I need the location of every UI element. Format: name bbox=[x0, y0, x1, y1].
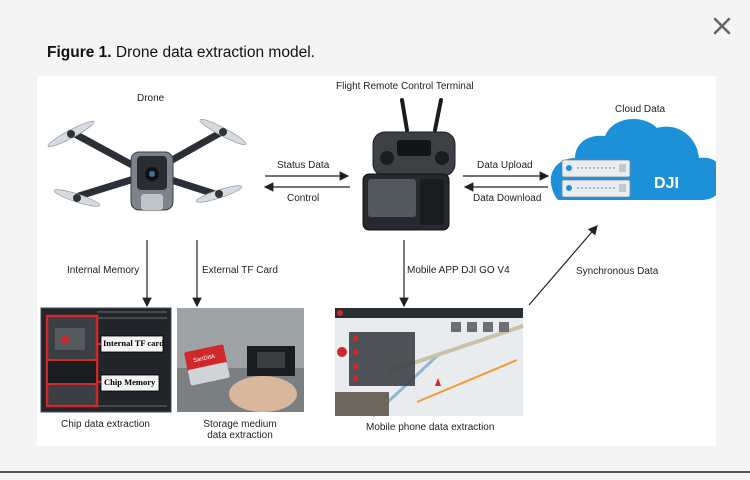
diagram-graphics bbox=[40, 98, 716, 418]
bottom-divider bbox=[0, 471, 750, 473]
drone-label: Drone bbox=[137, 93, 165, 104]
remote-controller-image bbox=[362, 98, 456, 231]
flight-terminal-label: Flight Remote Control Terminal bbox=[336, 81, 474, 92]
drone-image bbox=[47, 118, 247, 211]
chip-photo bbox=[40, 307, 172, 413]
figure-title: Drone data extraction model. bbox=[115, 44, 315, 61]
cloud-image bbox=[550, 118, 716, 200]
mobile-phone-photo bbox=[335, 308, 524, 418]
synchronous-data-label: Synchronous Data bbox=[576, 266, 659, 277]
close-icon[interactable] bbox=[710, 14, 734, 38]
figure-label: Figure 1. bbox=[47, 44, 112, 61]
storage-photo bbox=[177, 308, 304, 412]
data-download-label: Data Download bbox=[473, 193, 542, 204]
cloud-logo-text: DJI bbox=[654, 175, 679, 192]
control-label: Control bbox=[287, 193, 320, 204]
storage-extraction-label: Storage medium data extraction bbox=[195, 419, 285, 441]
internal-tf-card-tag: Internal TF card bbox=[103, 338, 164, 348]
arrows bbox=[142, 171, 598, 308]
status-data-label: Status Data bbox=[277, 160, 330, 171]
figure-caption: Figure 1. Drone data extraction model. bbox=[47, 44, 315, 62]
data-upload-label: Data Upload bbox=[477, 160, 533, 171]
external-tf-label: External TF Card bbox=[202, 265, 278, 276]
mobile-extraction-label: Mobile phone data extraction bbox=[366, 422, 495, 433]
internal-memory-label: Internal Memory bbox=[67, 265, 140, 276]
mobile-app-label: Mobile APP DJI GO V4 bbox=[407, 265, 510, 276]
storage-extraction-line1: Storage medium bbox=[203, 419, 277, 430]
storage-extraction-line2: data extraction bbox=[207, 430, 273, 441]
cloud-label: Cloud Data bbox=[615, 104, 666, 115]
figure-panel: Drone Flight Remote Control Terminal Clo… bbox=[37, 76, 716, 446]
chip-memory-tag: Chip Memory bbox=[104, 377, 156, 387]
chip-extraction-label: Chip data extraction bbox=[61, 419, 150, 430]
